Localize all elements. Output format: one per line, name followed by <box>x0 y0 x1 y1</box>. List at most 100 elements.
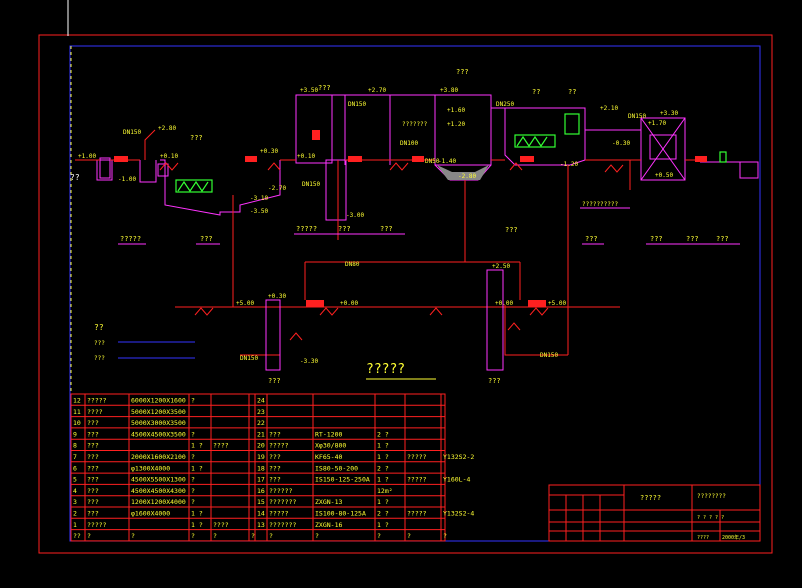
pipe-label: DN100 <box>400 140 418 147</box>
q-label: ??????? <box>402 121 428 128</box>
title-block: ????? ???????? ? ? ? ? ? ???? 2000年/3 <box>548 484 761 542</box>
table-cell: 4 <box>73 487 77 495</box>
table-cell: 17 <box>257 476 265 484</box>
table-cell: ? <box>131 532 135 540</box>
table-cell: 13 <box>257 521 265 529</box>
level-label: +0.30 <box>268 293 286 300</box>
table-cell: ? <box>407 532 411 540</box>
level-label: -2.70 <box>268 185 286 192</box>
q-label: ??? <box>716 235 729 243</box>
table-cell: ??????? <box>269 498 296 506</box>
q-label: ??? <box>650 235 663 243</box>
green-equipment <box>175 113 727 193</box>
level-label: +0.00 <box>340 300 358 307</box>
table-cell: ??? <box>87 476 99 484</box>
table-cell: ???? <box>87 408 103 416</box>
hopper-fill <box>437 165 489 180</box>
table-cell: ????? <box>87 397 107 405</box>
q-label: ??? <box>200 235 213 243</box>
table-cell: 2000X1600X2100 <box>131 453 186 461</box>
pipe-label: DN80 <box>345 261 360 268</box>
table-cell: 4500X4500X3500 <box>131 430 186 438</box>
table-cell: 1 ? <box>191 510 203 518</box>
pipe-label: DN150 <box>540 352 558 359</box>
level-label: +2.70 <box>368 87 386 94</box>
table-cell: 12m² <box>377 487 393 495</box>
legend-title: ?? <box>94 323 104 332</box>
table-cell: 1 ? <box>377 442 389 450</box>
table-cell: 2 <box>73 510 77 518</box>
table-cell: 1 ? <box>191 464 203 472</box>
table-cell: ??? <box>87 430 99 438</box>
table-cell: 1 ? <box>377 453 389 461</box>
table-cell: 22 <box>257 419 265 427</box>
level-label: +3.50 <box>300 87 318 94</box>
drawing-title: ????? <box>366 362 405 377</box>
table-cell: ??? <box>87 419 99 427</box>
level-label: -1.00 <box>118 176 136 183</box>
table-cell: ? <box>87 532 91 540</box>
table-cell: 5000X1200X3500 <box>131 408 186 416</box>
table-cell: 5 <box>73 476 77 484</box>
table-cell: 10 <box>73 419 81 427</box>
table-cell: ????? <box>407 510 427 518</box>
table-cell: ? <box>315 532 319 540</box>
table-cell: 2 ? <box>377 510 389 518</box>
q-label: ??? <box>488 377 501 385</box>
table-cell: ? <box>269 532 273 540</box>
table-cell: ? <box>191 453 195 461</box>
table-cell: 4500X4500X4300 <box>131 487 186 495</box>
upper-pipes <box>75 129 700 355</box>
table-cell: ? <box>191 430 195 438</box>
pipe-label: DN150 <box>348 101 366 108</box>
ground-hatch-upper <box>159 162 624 173</box>
table-cell: Y160L-4 <box>443 476 470 484</box>
table-cell: ? <box>443 532 447 540</box>
q-label: ??? <box>190 134 203 142</box>
level-label: +5.00 <box>548 300 566 307</box>
ground-hatch-lower <box>194 307 549 341</box>
table-cell: 1 ? <box>377 476 389 484</box>
table-cell: ? <box>191 476 195 484</box>
table-cell: 23 <box>257 408 265 416</box>
title-block-scale: ???? <box>697 535 709 541</box>
table-cell: ??? <box>87 487 99 495</box>
pipe-label: DN150 <box>240 355 258 362</box>
table-cell: 9 <box>73 430 77 438</box>
table-cell: 5000X3000X3500 <box>131 419 186 427</box>
upper-structures <box>85 94 759 221</box>
table-cell: ??? <box>87 498 99 506</box>
q-label: ??? <box>318 84 331 92</box>
pipe-label: DN50 <box>425 158 440 165</box>
equipment-tables: 12?????6000X1200X1600?11????5000X1200X35… <box>70 393 474 542</box>
legend-item: ??? <box>94 340 105 347</box>
q-label: ??? <box>380 225 393 233</box>
table-cell: φ1300X4000 <box>131 464 170 472</box>
table-cell: 8 <box>73 442 77 450</box>
table-cell: 19 <box>257 453 265 461</box>
level-label: +0.10 <box>160 153 178 160</box>
level-label: +3.80 <box>440 87 458 94</box>
level-label: +1.70 <box>648 120 666 127</box>
level-label: -3.10 <box>250 195 268 202</box>
table-cell: RT-1200 <box>315 430 342 438</box>
table-cell: ??? <box>269 476 281 484</box>
table-cell: ??? <box>269 430 281 438</box>
table-cell: ?? <box>73 532 81 540</box>
table-cell: 14 <box>257 510 265 518</box>
level-label: +2.10 <box>600 105 618 112</box>
table-cell: 1 ? <box>191 521 203 529</box>
table-cell: ? <box>191 498 195 506</box>
level-label: -2.80 <box>458 173 476 180</box>
q-label: ??? <box>505 226 518 234</box>
table-cell: ??? <box>269 453 281 461</box>
level-label: +3.30 <box>660 110 678 117</box>
table-cell: 2 ? <box>377 464 389 472</box>
lower-structures <box>265 269 504 371</box>
table-cell: 6 <box>73 464 77 472</box>
level-label: +0.30 <box>260 148 278 155</box>
table-cell: 6000X1200X1600 <box>131 397 186 405</box>
table-cell: 21 <box>257 430 265 438</box>
